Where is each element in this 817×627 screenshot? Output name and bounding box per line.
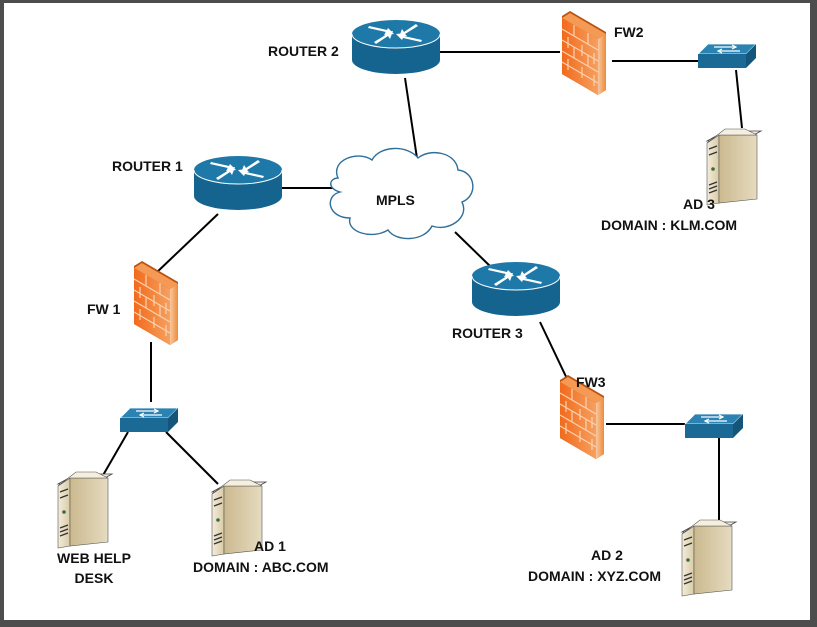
router2-label: ROUTER 2 [268, 43, 339, 59]
webhelpdesk-label-line1: WEB HELP [57, 550, 131, 566]
fw2-label: FW2 [614, 24, 644, 40]
link-switch2-ad3 [735, 69, 743, 129]
link-mpls-router3 [454, 231, 493, 269]
switch1-icon[interactable] [119, 407, 179, 433]
ad2-server-icon[interactable] [681, 519, 737, 597]
link-switch1-ad1 [165, 431, 219, 485]
webhelpdesk-server-icon[interactable] [57, 471, 113, 549]
router3-label: ROUTER 3 [452, 325, 523, 341]
router1-label: ROUTER 1 [112, 158, 183, 174]
diagram-canvas: ROUTER 2 ROUTER 1 ROUTER 3 MPLS FW 1 FW2… [4, 3, 810, 620]
network-diagram [57, 10, 762, 597]
ad2-name-label: AD 2 [591, 547, 623, 563]
ad3-domain-label: DOMAIN : KLM.COM [601, 217, 738, 233]
webhelpdesk-label-line2: DESK [74, 570, 114, 586]
mpls-label: MPLS [376, 192, 415, 208]
ad1-name-label: AD 1 [254, 538, 286, 554]
ad3-name-label: AD 3 [683, 196, 715, 212]
router3-icon[interactable] [471, 261, 561, 317]
link-router3-fw3 [539, 321, 571, 386]
firewall2-icon[interactable] [561, 10, 607, 96]
fw3-label: FW3 [576, 374, 606, 390]
link-router2-mpls [404, 77, 419, 166]
links [101, 51, 743, 520]
switch3-icon[interactable] [684, 413, 744, 439]
ad2-domain-label: DOMAIN : XYZ.COM [528, 568, 661, 584]
mpls-cloud-icon[interactable] [329, 147, 474, 240]
link-router1-fw1 [154, 213, 219, 275]
router1-icon[interactable] [193, 155, 283, 211]
ad1-domain-label: DOMAIN : ABC.COM [193, 559, 329, 575]
router2-icon[interactable] [351, 19, 441, 75]
firewall1-icon[interactable] [133, 260, 179, 346]
switch2-icon[interactable] [697, 43, 757, 69]
ad3-server-icon[interactable] [706, 128, 762, 206]
link-switch1-webhelpdesk [101, 431, 129, 478]
fw1-label: FW 1 [87, 301, 121, 317]
